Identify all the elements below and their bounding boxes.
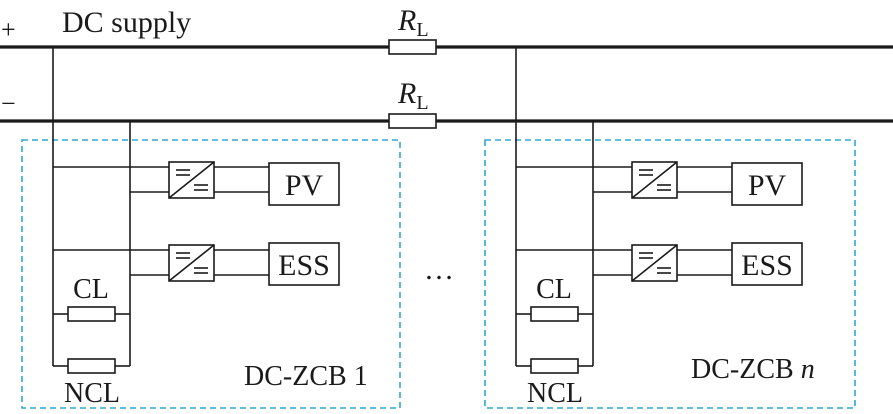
supply-title: DC supply (62, 6, 191, 39)
pv-label: PV (285, 169, 324, 202)
cl-resistor (67, 306, 116, 322)
line-resistor-negative-label: RL (397, 77, 429, 114)
pv-box (731, 162, 803, 206)
line-resistor-positive-label: RL (397, 4, 429, 41)
ess-label: ESS (278, 249, 330, 282)
dc-dc-converter-ess-icon (168, 244, 215, 282)
dc-dc-converter-pv-icon (631, 161, 678, 199)
zone-n-boundary (484, 139, 856, 409)
ncl-label: NCL (527, 378, 583, 409)
zone-1-label: DC-ZCB 1 (244, 361, 368, 392)
zone-n-label: DC-ZCB n (691, 354, 815, 385)
ess-box (268, 242, 340, 286)
ess-label: ESS (741, 249, 793, 282)
ellipsis: … (424, 253, 454, 286)
line-resistor-negative: RL (388, 77, 437, 129)
cl-resistor (530, 306, 579, 322)
pv-box (268, 162, 340, 206)
ncl-resistor (67, 358, 116, 374)
zone-n: PV ESS CL NCL DC-ZCB n (484, 47, 856, 409)
ess-box (731, 242, 803, 286)
ncl-label: NCL (64, 378, 120, 409)
cl-label: CL (73, 274, 109, 305)
pv-label: PV (748, 169, 787, 202)
cl-label: CL (536, 274, 572, 305)
plus-terminal-label: + (1, 15, 16, 44)
ncl-resistor (530, 358, 579, 374)
dc-dc-converter-pv-icon (168, 161, 215, 199)
zone-1: PV ESS CL NCL DC-ZCB 1 (21, 47, 401, 409)
minus-terminal-label: − (1, 89, 16, 118)
zone-1-boundary (21, 139, 401, 409)
line-resistor-positive: RL (388, 4, 437, 55)
dc-dc-converter-ess-icon (631, 244, 678, 282)
